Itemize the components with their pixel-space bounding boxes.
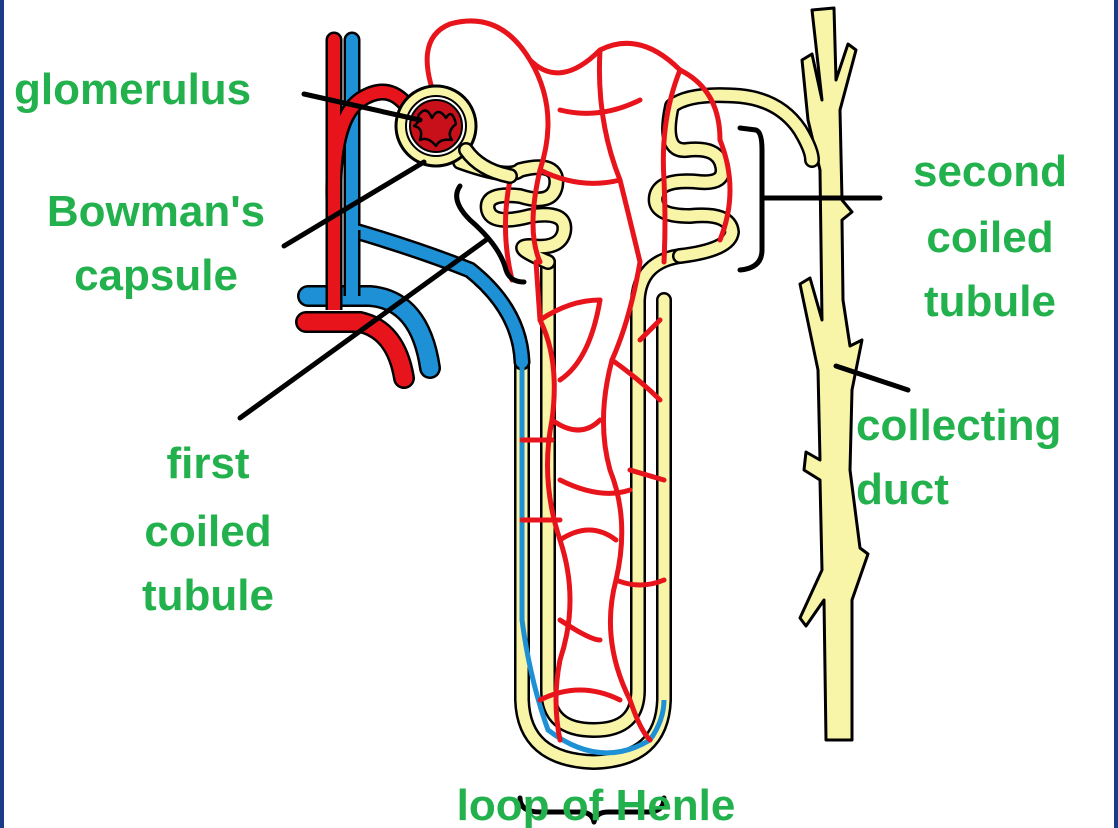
label-bowmans-line2: capsule [74, 251, 238, 300]
glomerulus-shape [410, 100, 462, 152]
label-second-line3: tubule [924, 277, 1056, 326]
label-second-line1: second [913, 147, 1067, 196]
label-first-line3: tubule [142, 571, 274, 620]
second-coiled-bracket [740, 128, 762, 270]
label-collecting-line1: collecting [856, 401, 1061, 450]
label-second-line2: coiled [926, 213, 1053, 262]
first-coiled-leader [240, 240, 486, 418]
label-glomerulus: glomerulus [14, 65, 251, 114]
label-first-line1: first [166, 439, 249, 488]
label-bowmans-line1: Bowman's [47, 187, 265, 236]
label-first-line2: coiled [144, 507, 271, 556]
second-coiled-tubule [656, 95, 812, 256]
label-collecting-line2: duct [856, 465, 949, 514]
label-loop-of-henle: loop of Henle [457, 781, 736, 828]
